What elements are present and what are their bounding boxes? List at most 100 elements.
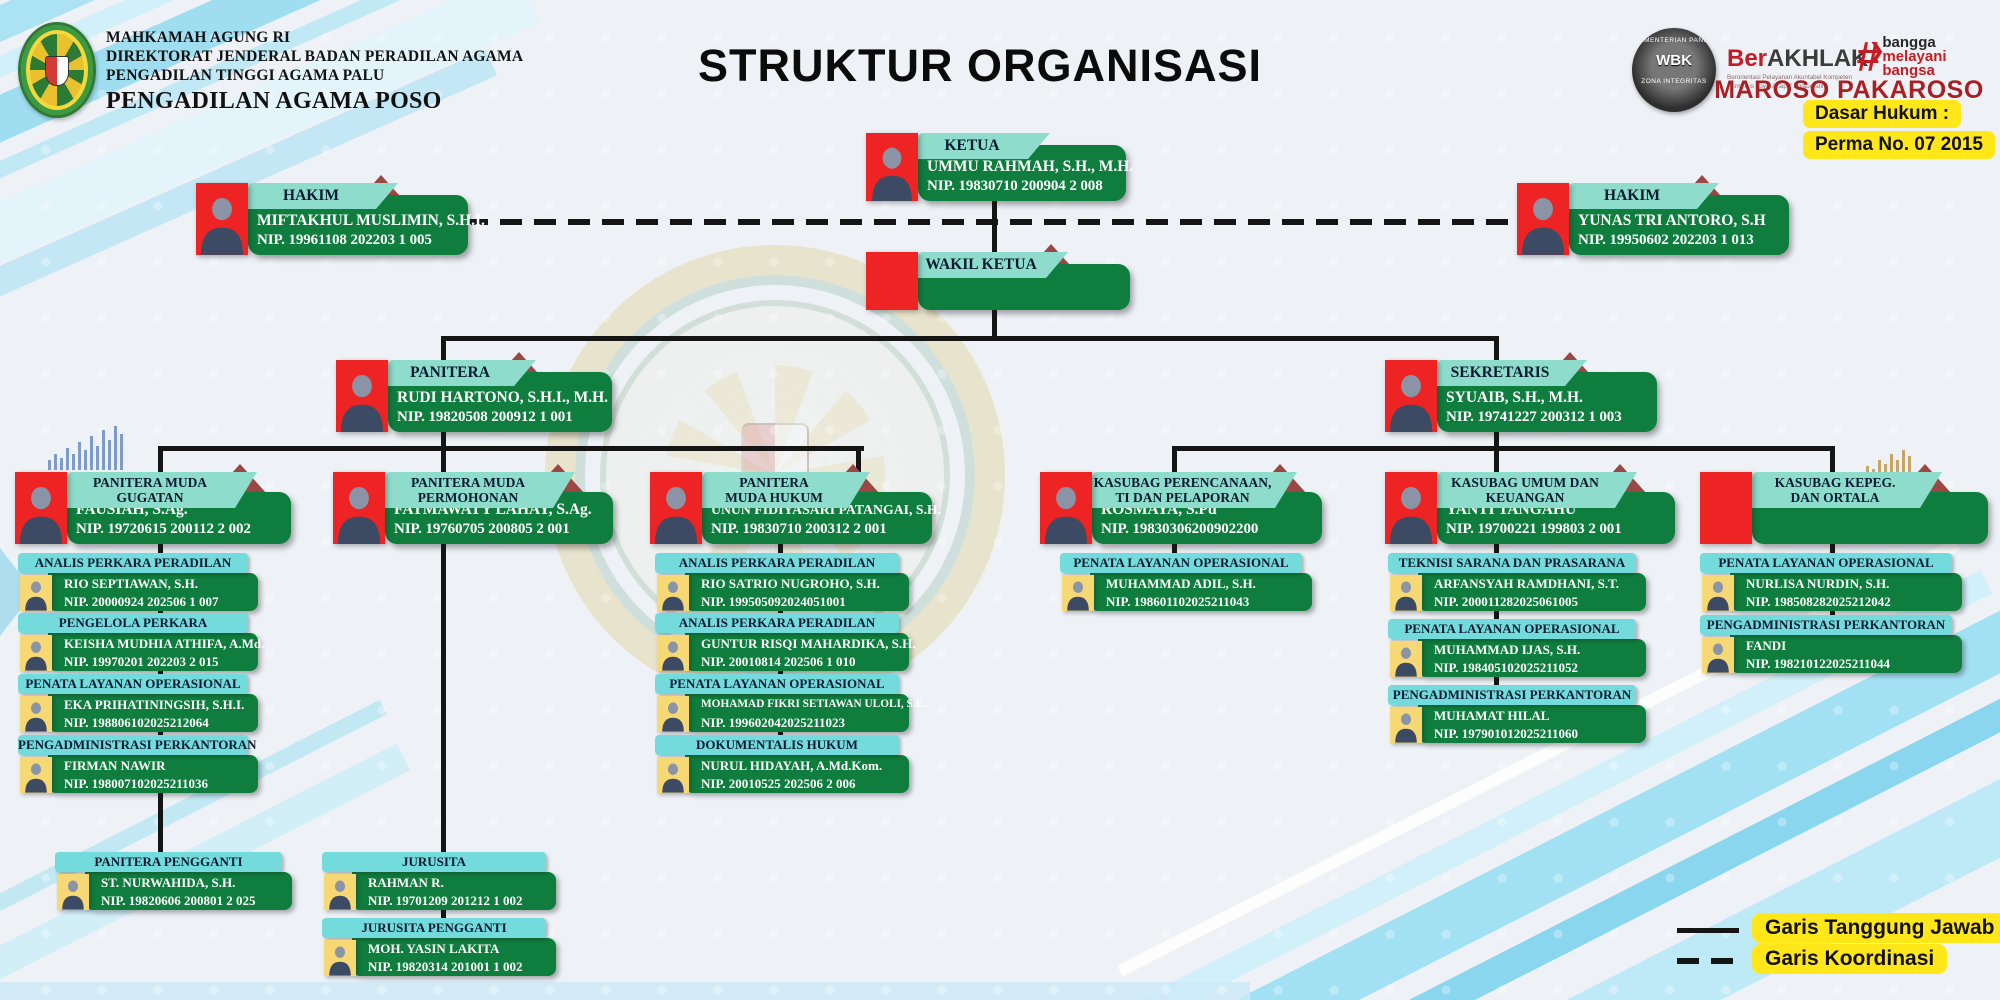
position-title: TI DAN PELAPORAN — [1115, 490, 1250, 505]
position-title: KASUBAG PERENCANAAN, — [1093, 474, 1272, 490]
member-photo — [20, 757, 52, 793]
decor-bar — [1896, 460, 1899, 478]
member-nip: NIP. 19950602 202203 1 013 — [1578, 231, 1754, 248]
org-box-kasubag-kepeg: KASUBAG KEPEG.DAN ORTALA — [1700, 464, 1988, 544]
responsibility-line — [1830, 446, 1835, 478]
member-photo — [1040, 472, 1092, 544]
member-name: MUHAMMAD ADIL, S.H. — [1106, 576, 1256, 591]
staff-box-body: RAHMAN R.NIP. 19701209 201212 1 002 — [352, 872, 556, 910]
position-title-band: HAKIM — [248, 183, 398, 209]
member-photo — [1517, 183, 1569, 255]
member-name: RIO SEPTIAWAN, S.H. — [64, 576, 199, 591]
berakhlak-main: AKHLAK — [1767, 45, 1869, 72]
org-box-ketua: UMMU RAHMAH, S.H., M.H.NIP. 19830710 200… — [866, 133, 1133, 201]
position-title: PANITERA — [739, 474, 809, 490]
berakhlak-arrow-icon: ❯ — [1868, 40, 1886, 62]
decor-bar — [1890, 454, 1893, 478]
responsibility-line — [1494, 336, 1499, 366]
position-title: PERMOHONAN — [417, 490, 519, 505]
staff-box-body: KEISHA MUDHIA ATHIFA, A.Md.NIP. 19970201… — [48, 633, 265, 671]
decor-bar — [114, 426, 117, 470]
staff-box-body: ARFANSYAH RAMDHANI, S.T. NIP. 20001128202… — [1418, 573, 1646, 611]
position-title: HAKIM — [1604, 187, 1660, 204]
member-nip: NIP. 198210122025211044 — [1746, 655, 1890, 671]
zona-integritas-badge: KEMENTERIAN PANRB WBK ZONA INTEGRITAS — [1632, 28, 1716, 112]
responsibility-line — [1172, 446, 1835, 451]
role-title: PENGADMINISTRASI PERKANTORAN — [18, 735, 256, 755]
wbk-bottom-text: ZONA INTEGRITAS — [1641, 78, 1707, 85]
org-box-sekretaris: SYUAIB, S.H., M.H.NIP. 19741227 200312 1… — [1385, 352, 1657, 432]
berakhlak-logo: BerAKHLAK❯ Berorientasi Pelayanan Akunta… — [1727, 38, 1885, 90]
staff-box-body: FANDI NIP. 198210122025211044 — [1730, 635, 1962, 673]
wbk-center-text: WBK — [1656, 52, 1692, 69]
member-photo — [1385, 472, 1437, 544]
legend-dashed-line — [1677, 958, 1743, 964]
bangga-word: bangga — [1882, 34, 1936, 51]
member-nip: NIP. 197901012025211060 — [1434, 725, 1578, 741]
member-name: ST. NURWAHIDA, S.H. — [101, 875, 236, 890]
position-title: KETUA — [944, 137, 1000, 154]
member-photo — [1385, 360, 1437, 432]
member-name: FANDI — [1746, 638, 1787, 653]
role-title: PENGELOLA PERKARA — [18, 613, 248, 633]
role-title: ANALIS PERKARA PERADILAN — [18, 553, 248, 573]
member-nip: NIP. 19741227 200312 1 003 — [1446, 408, 1622, 425]
member-name: EKA PRIHATININGSIH, S.H.I. — [64, 697, 245, 712]
member-photo — [336, 360, 388, 432]
member-name: KEISHA MUDHIA ATHIFA, A.Md. — [64, 636, 265, 651]
bangga-melayani-bangsa-logo: # bangga melayani bangsa — [1856, 34, 1947, 78]
position-title-band: KASUBAG KEPEG.DAN ORTALA — [1752, 472, 1942, 508]
responsibility-line — [1172, 540, 1177, 558]
decor-bar — [66, 448, 69, 470]
position-title: WAKIL KETUA — [925, 256, 1037, 273]
role-title: JURUSITA PENGGANTI — [322, 918, 546, 938]
decor-bar — [1884, 464, 1887, 478]
decor-bar — [120, 434, 123, 470]
member-photo — [1390, 575, 1422, 611]
member-nip: NIP. 198806102025212064 — [64, 714, 209, 730]
member-name: RUDI HARTONO, S.H.I., M.H. — [397, 389, 609, 406]
role-title: PENGADMINISTRASI PERKANTORAN — [1388, 685, 1636, 705]
coordination-line — [466, 219, 1519, 225]
member-nip: NIP. 19701209 201212 1 002 — [368, 892, 523, 908]
position-title: DAN ORTALA — [1790, 490, 1880, 505]
decor-bar — [72, 454, 75, 470]
member-photo — [20, 575, 52, 611]
responsibility-line — [1494, 428, 1499, 450]
member-nip: NIP. 19760705 200805 2 001 — [394, 520, 570, 537]
bottom-strip-decor — [0, 982, 1250, 1000]
bangga-word: melayani — [1882, 48, 1947, 65]
member-nip: NIP. 200011282025061005 — [1434, 593, 1578, 609]
member-photo — [1390, 707, 1422, 743]
member-nip: NIP. 19830306200902200 — [1101, 520, 1259, 537]
member-name: NURLISA NURDIN, S.H. — [1746, 576, 1890, 591]
responsibility-line — [441, 540, 446, 856]
decor-bar — [1878, 460, 1881, 478]
org-box-pm-hukum: UNUN FIDIYASARI PATANGAI, S.H.NIP. 19830… — [650, 464, 941, 544]
member-photo — [57, 874, 89, 910]
pengadilan-agama-poso-seal-logo — [18, 22, 96, 118]
member-nip: NIP. 19700221 199803 2 001 — [1446, 520, 1622, 537]
responsibility-line — [992, 308, 997, 341]
decor-bar — [90, 436, 93, 470]
position-title: MUDA HUKUM — [725, 490, 823, 505]
decor-bar — [78, 442, 81, 470]
member-nip: NIP. 19720615 200112 2 002 — [76, 520, 251, 537]
responsibility-line — [1172, 446, 1177, 478]
position-title: SEKRETARIS — [1450, 364, 1550, 381]
member-name: NURUL HIDAYAH, A.Md.Kom. — [701, 758, 883, 773]
member-nip: NIP. 19820508 200912 1 001 — [397, 408, 573, 425]
member-name: ARFANSYAH RAMDHANI, S.T. — [1434, 576, 1620, 591]
member-nip: NIP. 198405102025211052 — [1434, 659, 1578, 675]
letterhead: MAHKAMAH AGUNG RI DIREKTORAT JENDERAL BA… — [106, 28, 523, 116]
position-title: HAKIM — [283, 187, 339, 204]
position-title-band: KETUA — [918, 133, 1050, 159]
